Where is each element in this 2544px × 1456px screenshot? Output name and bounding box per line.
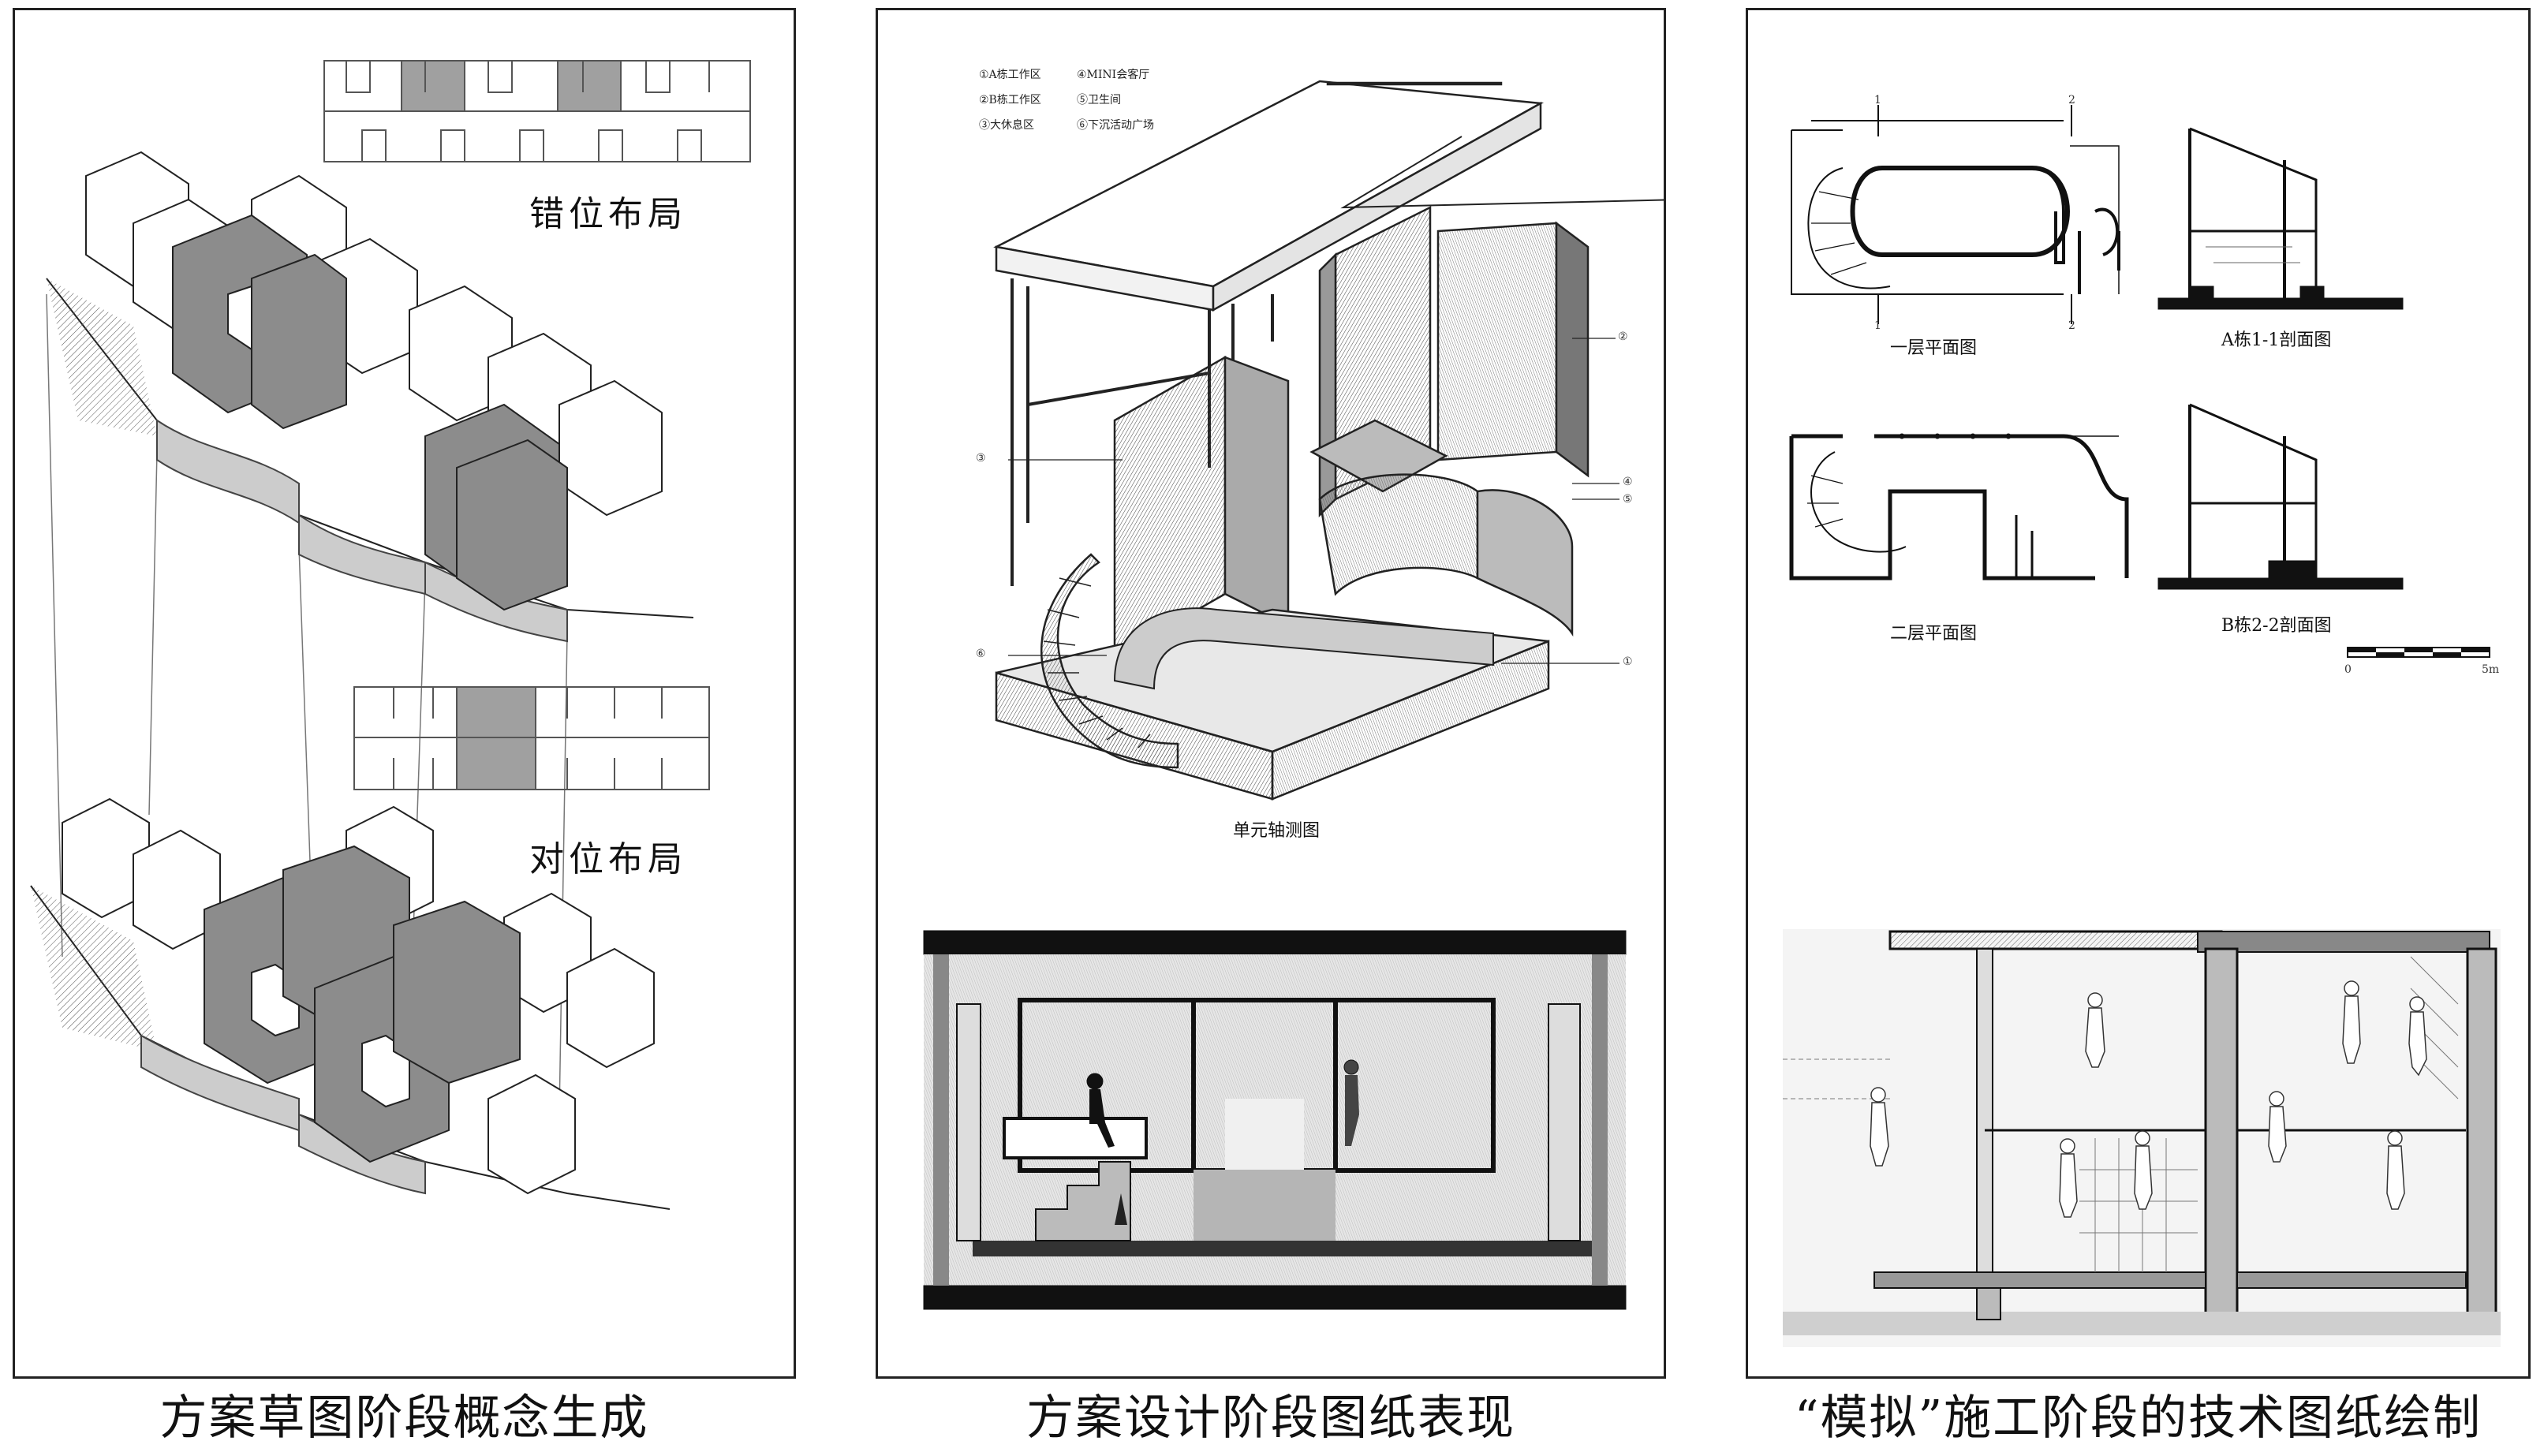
second-floor-plan-label: 二层平面图 (1890, 624, 1978, 644)
legend-item: ①A栋工作区 (979, 69, 1041, 81)
scale-bar (2347, 647, 2490, 658)
aligned-layout-label: 对位布局 (529, 839, 687, 879)
callout-4: ④ (1623, 476, 1633, 488)
section-mark-2-top: 2 (2068, 94, 2075, 106)
design-drawing-panel: ①A栋工作区 ②B栋工作区 ③大休息区 ④MINI会客厅 ⑤卫生间 ⑥下沉活动广… (876, 8, 1666, 1379)
scale-start: 0 (2344, 663, 2352, 676)
callout-6: ⑥ (976, 648, 986, 660)
section-mark-2-bottom: 2 (2068, 319, 2075, 332)
technical-drawings (1783, 105, 2501, 1347)
technical-drawing-panel: 1 1 2 2 一层平面图 A栋1-1剖面图 二层平面图 B栋2-2剖面图 0 … (1746, 8, 2531, 1379)
callout-1: ① (1623, 655, 1633, 668)
legend-item: ②B栋工作区 (979, 94, 1041, 106)
section-b-label: B栋2-2剖面图 (2221, 616, 2332, 636)
aligned-plan-diagram (353, 686, 710, 790)
legend-item: ⑤卫生间 (1077, 94, 1121, 106)
unit-section-render (923, 930, 1627, 1310)
axonometric-and-section-drawing (923, 80, 1664, 1310)
section-a-label: A栋1-1剖面图 (2221, 330, 2332, 350)
detailed-construction-section (1783, 929, 2501, 1347)
aligned-axonometric (30, 797, 671, 1210)
legend-item: ③大休息区 (979, 119, 1034, 132)
callout-3: ③ (976, 452, 986, 465)
caption-technical-drawing: “模拟”施工阶段的技术图纸绘制 (1794, 1391, 2482, 1446)
callout-5: ⑤ (1623, 493, 1633, 506)
legend-item: ④MINI会客厅 (1077, 69, 1150, 81)
section-mark-1-top: 1 (1874, 94, 1881, 106)
caption-concept-sketch: 方案草图阶段概念生成 (159, 1391, 649, 1446)
scale-end: 5m (2482, 663, 2500, 676)
room-legend: ①A栋工作区 ②B栋工作区 ③大休息区 ④MINI会客厅 ⑤卫生间 ⑥下沉活动广… (979, 62, 1175, 138)
concept-sketch-panel: 错位布局 对位布局 (13, 8, 796, 1379)
section-a (2157, 127, 2404, 310)
staggered-plan-diagram (323, 60, 751, 162)
callout-2: ② (1618, 330, 1628, 343)
first-floor-plan-label: 一层平面图 (1890, 338, 1978, 358)
concept-sketch-drawing (30, 60, 751, 1210)
unit-axonometric (993, 80, 1664, 801)
legend-item: ⑥下沉活动广场 (1077, 119, 1154, 132)
caption-design-drawing: 方案设计阶段图纸表现 (1026, 1391, 1515, 1446)
staggered-layout-label: 错位布局 (529, 194, 687, 234)
axonometric-label: 单元轴测图 (1233, 821, 1321, 841)
section-mark-1-bottom: 1 (1874, 319, 1881, 332)
second-floor-plan (1789, 433, 2129, 581)
first-floor-plan (1791, 105, 2120, 324)
section-b (2157, 403, 2404, 590)
staggered-axonometric (46, 151, 694, 1115)
